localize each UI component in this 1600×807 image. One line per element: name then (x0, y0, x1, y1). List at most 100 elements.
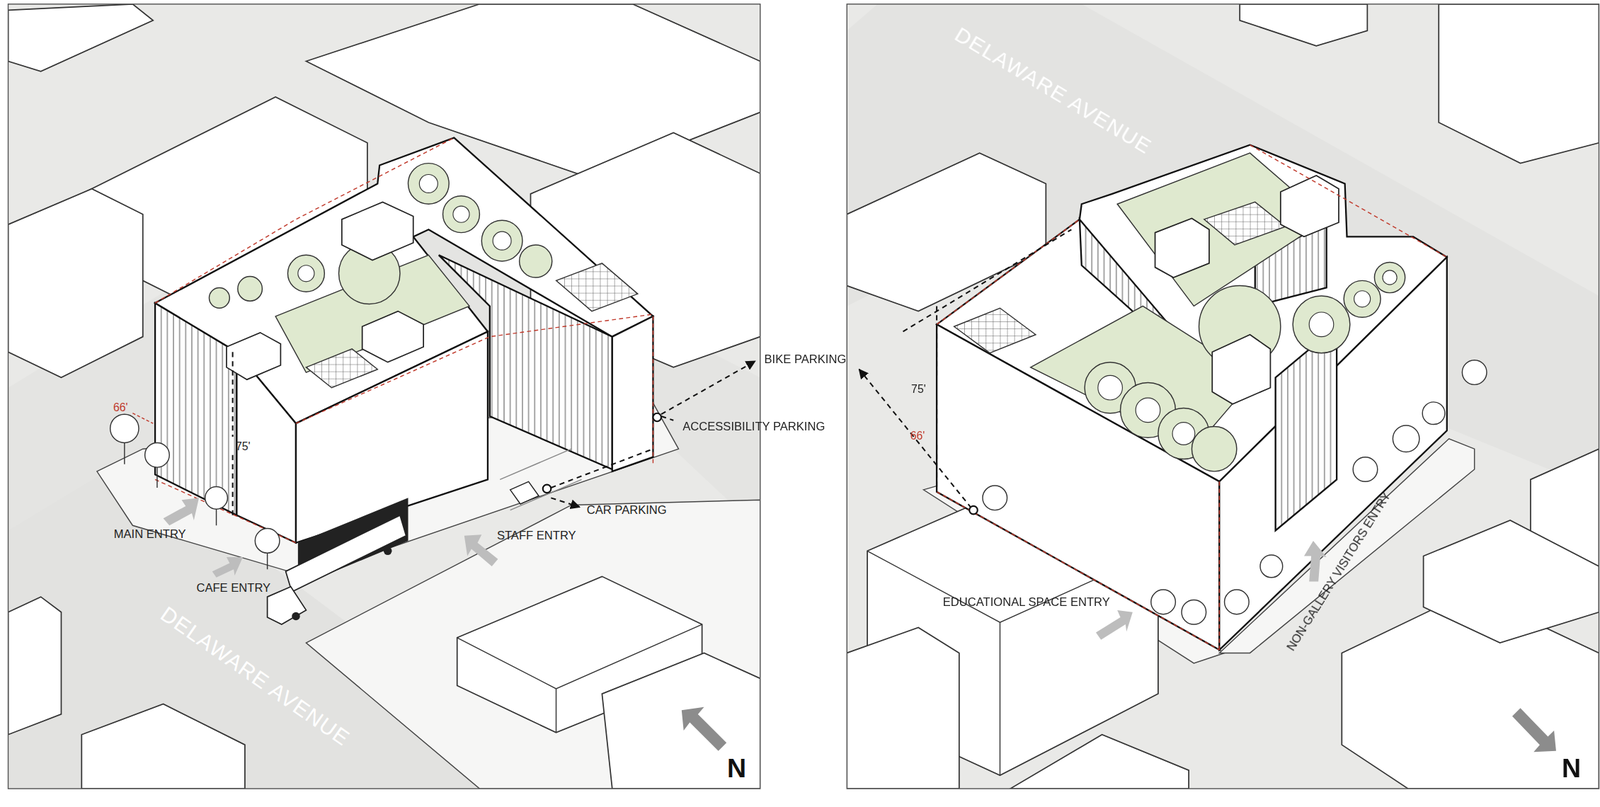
illustration-polygon (163, 497, 199, 526)
illustration-circle (291, 612, 301, 621)
north-label: N (727, 753, 747, 783)
illustration-circle (519, 244, 553, 278)
illustration-polygon (341, 201, 414, 260)
illustration-polygon (362, 311, 424, 363)
illustration-circle (237, 276, 263, 302)
illustration-polyline (457, 624, 703, 689)
illustration-circle (208, 287, 230, 308)
illustration-polygon (81, 703, 245, 789)
illustration-circle (287, 254, 325, 292)
illustration-polygon (464, 534, 499, 567)
dimension-label: 75' (235, 439, 251, 452)
illustration-line (550, 497, 580, 507)
illustration-polygon (1304, 540, 1327, 582)
illustration-circle (453, 206, 470, 223)
illustration-circle (110, 414, 139, 443)
illustration-circle (1224, 589, 1250, 615)
illustration-line (661, 361, 756, 415)
illustration-circle (1292, 295, 1351, 354)
illustration-polyline (155, 138, 454, 304)
illustration-g (124, 443, 268, 570)
illustration-polygon (1280, 175, 1339, 237)
illustration-g (155, 138, 653, 544)
illustration-polygon (1423, 520, 1600, 643)
illustration-line (499, 448, 572, 480)
illustration-g (1095, 540, 1327, 640)
illustration-g (155, 138, 653, 544)
illustration-line (859, 369, 973, 509)
illustration-g (846, 4, 1599, 789)
illustration-line (266, 552, 268, 570)
illustration-circle (408, 163, 450, 205)
illustration-polygon (1155, 218, 1210, 278)
illustration-circle (1098, 375, 1123, 400)
illustration-polygon (1010, 734, 1189, 789)
illustration-line (1219, 481, 1220, 650)
illustration-circle (205, 487, 228, 510)
illustration-polygon (510, 481, 539, 505)
illustration-line (903, 229, 1072, 332)
parking-label: CAR PARKING (586, 503, 667, 517)
illustration-line (661, 416, 674, 421)
illustration-polygon (1212, 334, 1271, 405)
illustration-g (936, 145, 1448, 650)
illustration-circle (492, 231, 512, 250)
illustration-polygon (1275, 326, 1337, 531)
entry-label: CAFE ENTRY (196, 581, 271, 594)
illustration-circle (1382, 270, 1397, 285)
illustration-circle (1352, 457, 1378, 483)
illustration-polygon (8, 189, 144, 379)
illustration-polygon (846, 627, 960, 789)
illustration-polygon (286, 515, 407, 592)
illustration-polygon (601, 652, 760, 789)
illustration-line (123, 443, 125, 465)
illustration-circle (254, 528, 280, 554)
illustration-line (510, 479, 582, 510)
illustration-circle (1461, 360, 1487, 386)
illustration-polygon (1095, 610, 1133, 640)
illustration-rect (846, 4, 1599, 789)
illustration-polygon (556, 263, 638, 312)
illustration-rect (846, 4, 1599, 789)
illustration-polygon (1239, 4, 1368, 47)
illustration-polygon (1512, 707, 1557, 752)
north-label: N (1561, 753, 1581, 783)
illustration-polygon (612, 316, 654, 472)
illustration-line (936, 492, 1220, 650)
dimension-label: 66' (113, 400, 129, 413)
illustration-polygon (1438, 4, 1599, 164)
illustration-g (8, 4, 761, 789)
illustration-circle (1181, 599, 1207, 625)
illustration-circle (481, 220, 523, 262)
illustration-line (652, 316, 654, 465)
entry-label: EDUCATIONAL SPACE ENTRY (943, 595, 1111, 609)
illustration-circle (1260, 555, 1283, 578)
illustration-circle (383, 547, 393, 556)
illustration-line (132, 413, 153, 424)
illustration-line (215, 509, 217, 526)
illustration-polygon (8, 4, 154, 72)
illustration-line (550, 448, 653, 488)
illustration-g (1098, 270, 1397, 445)
illustration-g (232, 351, 756, 516)
illustration-circle (1354, 290, 1371, 308)
parking-label: BIKE PARKING (764, 352, 847, 366)
dimension-label: 66' (910, 429, 926, 442)
illustration-g (1155, 175, 1339, 405)
illustration-polygon (1204, 201, 1286, 245)
entry-label: STAFF ENTRY (496, 528, 577, 542)
illustration-circle (543, 484, 552, 494)
illustration-polygon (267, 586, 307, 625)
illustration-line (999, 622, 1001, 776)
entry-label: MAIN ENTRY (113, 526, 187, 540)
illustration-polyline (1250, 145, 1448, 258)
illustration-circle (1374, 261, 1405, 293)
illustration-circle (1151, 589, 1176, 615)
parking-label: ACCESSIBILITY PARKING (682, 419, 825, 433)
illustration-line (156, 467, 158, 488)
illustration-g (936, 145, 1448, 650)
illustration-line (935, 400, 938, 427)
left-panel (8, 4, 761, 789)
